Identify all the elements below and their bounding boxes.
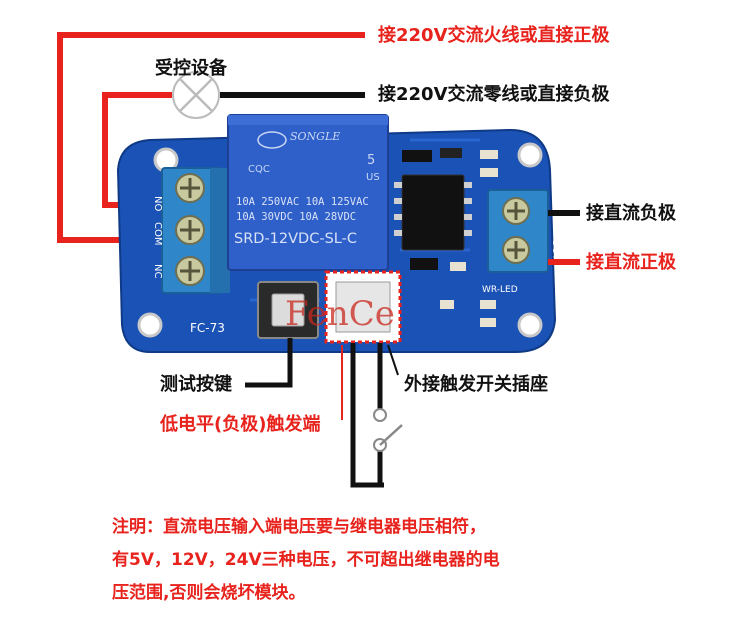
label-neutral: 接220V交流零线或直接负极	[378, 84, 610, 105]
lamp-icon	[172, 71, 220, 119]
watermark: FenCe	[285, 294, 395, 334]
label-dc-pos: 接直流正极	[586, 252, 676, 273]
switch-icon	[373, 408, 403, 452]
smd-components	[402, 148, 498, 327]
led-label: WR-LED	[482, 285, 518, 295]
relay-rating-1: 10A 250VAC 10A 125VAC	[236, 196, 369, 208]
switch-wire-left	[350, 343, 384, 488]
dc-terminal-block	[487, 189, 549, 273]
note-line-2: 有5V，12V，24V三种电压，不可超出继电器的电	[112, 550, 500, 570]
relay-logo-icon	[257, 131, 287, 149]
relay-model: SRD-12VDC-SL-C	[234, 231, 357, 247]
live-wire	[57, 32, 365, 243]
terminal-label-com: COM	[152, 222, 163, 245]
ic-chip	[394, 174, 472, 251]
output-terminal-block	[161, 167, 230, 294]
ext-switch-leader	[387, 344, 399, 376]
relay-cert-mark: CQC	[248, 164, 270, 175]
label-ext-switch: 外接触发开关插座	[404, 374, 548, 395]
trigger-socket	[324, 270, 402, 344]
relay-rating-2: 10A 30VDC 10A 28VDC	[236, 211, 356, 223]
relay	[227, 114, 389, 271]
label-live: 接220V交流火线或直接正极	[378, 25, 610, 46]
test-button-leader	[245, 338, 293, 388]
label-low-trigger: 低电平(负极)触发端	[160, 414, 321, 435]
terminal-label-nc: NC	[152, 264, 163, 278]
relay-brand: SONGLE	[290, 130, 340, 143]
note-line-3: 压范围,否则会烧坏模块。	[112, 583, 306, 603]
label-dc-neg: 接直流负极	[586, 203, 676, 224]
dc-label-pos: DC+	[550, 240, 560, 261]
label-test-button: 测试按键	[160, 374, 232, 395]
dc-label-neg: DC-	[550, 200, 560, 216]
relay-voltage: 5	[367, 153, 375, 168]
label-device: 受控设备	[155, 58, 227, 79]
relay-us: US	[366, 172, 380, 183]
terminal-label-no: NO	[152, 196, 163, 211]
note-line-1: 注明：直流电压输入端电压要与继电器电压相符，	[112, 517, 486, 537]
board-name: FC-73	[190, 321, 225, 335]
